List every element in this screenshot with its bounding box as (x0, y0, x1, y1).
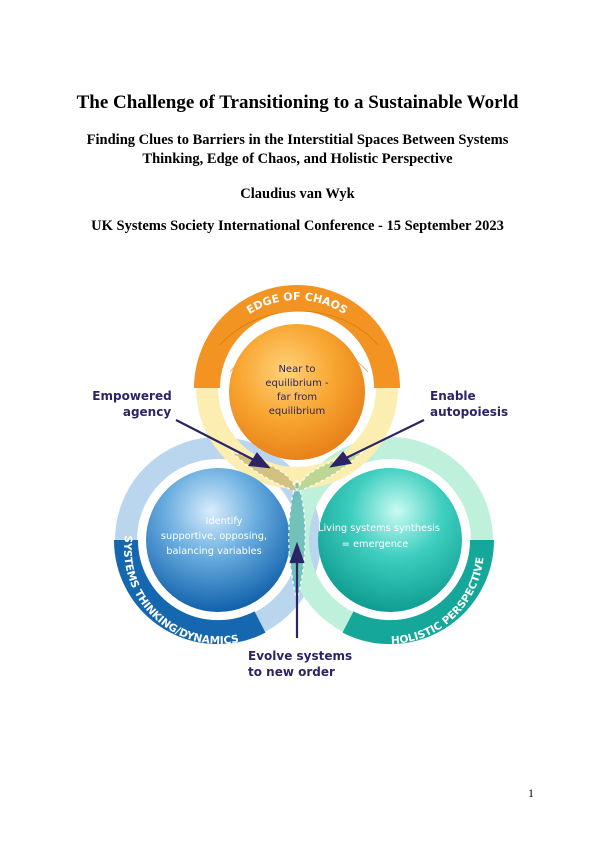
right-ring-band (342, 539, 495, 645)
right-circle-line: = emergence (342, 539, 409, 550)
top-sphere (229, 324, 365, 460)
top-circle-text: Near to equilibrium - far from equilibri… (265, 364, 329, 417)
left-circle-text: Identify supportive, opposing, balancing… (161, 516, 267, 557)
callout-line: Empowered (92, 389, 171, 403)
right-circle-text: Living systems synthesis = emergence (318, 523, 440, 550)
document-title: The Challenge of Transitioning to a Sust… (76, 92, 519, 113)
right-sphere (318, 468, 462, 612)
callout-line: to new order (248, 665, 335, 679)
arrow-right-line (345, 419, 425, 459)
top-circle-line: Near to (278, 364, 315, 375)
subtitle-line-1: Finding Clues to Barriers in the Interst… (86, 132, 509, 148)
arrow-left-head (248, 452, 271, 469)
document-subtitle: Finding Clues to Barriers in the Interst… (0, 131, 595, 169)
top-ring-band (194, 285, 400, 389)
arrow-bottom-head (289, 541, 305, 564)
arrow-left-line (175, 419, 255, 461)
left-circle-line: supportive, opposing, (161, 531, 267, 542)
left-sphere (146, 468, 290, 612)
top-circle-line: far from (277, 392, 317, 403)
author-name: Claudius van Wyk (240, 186, 355, 202)
page-number: 1 (528, 786, 534, 800)
arrow-right-head (329, 451, 352, 468)
callout-line: Evolve systems (248, 649, 352, 663)
left-circle-line: Identify (206, 516, 243, 527)
callout-evolve-systems: Evolve systems to new order (248, 649, 352, 679)
left-ring-band (113, 539, 266, 645)
subtitle-line-2: Thinking, Edge of Chaos, and Holistic Pe… (142, 151, 453, 167)
callout-line: agency (123, 405, 171, 419)
callout-enable-autopoiesis: Enable autopoiesis (430, 389, 508, 419)
top-circle-line: equilibrium (269, 406, 326, 417)
left-circle-line: balancing variables (166, 546, 261, 557)
callout-line: autopoiesis (430, 405, 508, 419)
callout-arrows (175, 419, 425, 638)
top-circle-line: equilibrium - (265, 378, 329, 389)
conference-line: UK Systems Society International Confere… (91, 218, 504, 234)
callout-line: Enable (430, 389, 476, 403)
callout-empowered-agency: Empowered agency (92, 389, 171, 419)
right-circle-line: Living systems synthesis (318, 523, 440, 534)
